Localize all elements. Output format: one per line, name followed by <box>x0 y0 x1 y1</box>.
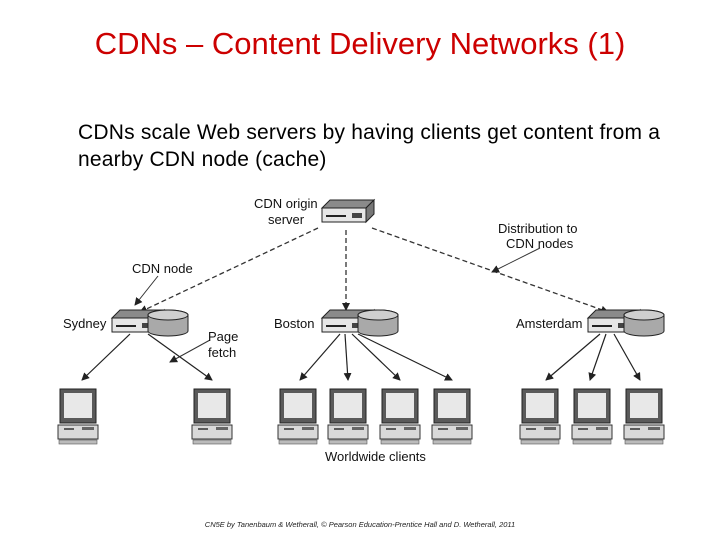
client-computer <box>191 388 233 445</box>
client-computer <box>571 388 613 445</box>
distribution-label-line2: CDN nodes <box>506 236 574 251</box>
page-fetch-label-line1: Page <box>208 329 238 344</box>
cdn-node-pointer <box>134 275 159 306</box>
cdn-node-label: CDN node <box>132 261 193 276</box>
sydney-cache-disk <box>147 309 189 337</box>
distribution-pointer <box>491 247 541 273</box>
origin-server <box>321 199 375 223</box>
amsterdam-cache-disk <box>623 309 665 337</box>
slide-footer: CN5E by Tanenbaum & Wetherall, © Pearson… <box>204 520 516 529</box>
amsterdam-label: Amsterdam <box>516 316 582 331</box>
link-origin-sydney <box>139 227 319 313</box>
client-computer <box>57 388 99 445</box>
page-fetch-pointer <box>169 339 211 363</box>
client-computer <box>379 388 421 445</box>
clients-label: Worldwide clients <box>325 449 426 464</box>
client-computer <box>519 388 561 445</box>
client-computer <box>277 388 319 445</box>
slide-title: CDNs – Content Delivery Networks (1) <box>94 26 626 61</box>
client-computer <box>431 388 473 445</box>
boston-label: Boston <box>274 316 314 331</box>
origin-label-line2: server <box>268 212 305 227</box>
slide-bullet: CDNs scale Web servers by having clients… <box>78 121 661 171</box>
client-links <box>81 333 641 381</box>
client-computer <box>623 388 665 445</box>
distribution-links <box>139 227 609 314</box>
boston-node <box>321 309 399 337</box>
sydney-label: Sydney <box>63 316 107 331</box>
amsterdam-node <box>587 309 665 337</box>
clients <box>57 388 665 445</box>
link-origin-amsterdam <box>371 227 609 314</box>
origin-label-line1: CDN origin <box>254 196 318 211</box>
sydney-node <box>111 309 189 337</box>
boston-cache-disk <box>357 309 399 337</box>
label-pointers <box>134 247 541 363</box>
client-computer <box>327 388 369 445</box>
page-fetch-label-line2: fetch <box>208 345 236 360</box>
distribution-label-line1: Distribution to <box>498 221 577 236</box>
